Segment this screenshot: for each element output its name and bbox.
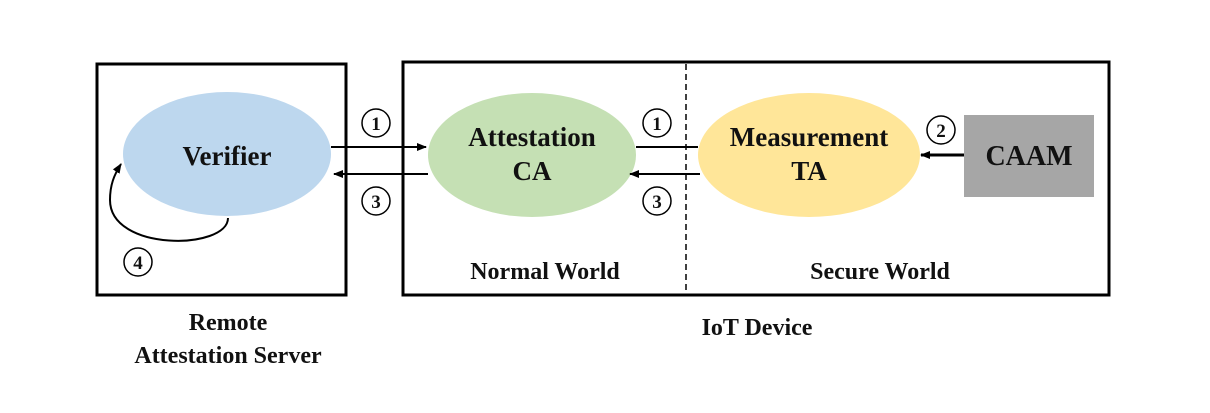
caam-node (964, 115, 1094, 197)
server-caption-line2: Attestation Server (134, 343, 322, 369)
secure-world-label: Secure World (810, 259, 950, 285)
attestation-ca-label-line2: CA (513, 156, 552, 186)
step-1-label-left: 1 (371, 114, 381, 135)
step-2-marker: 2 (926, 115, 956, 145)
step-3-label-right: 3 (652, 192, 662, 213)
arrow-verifier-self-loop (108, 163, 229, 242)
attestation-ca-label-line1: Attestation (468, 122, 595, 152)
measurement-ta-node (698, 93, 920, 217)
caam-label: CAAM (985, 141, 1072, 172)
normal-world-label: Normal World (470, 259, 620, 285)
step-3-marker-left: 3 (361, 186, 391, 216)
remote-attestation-server-box (95, 62, 348, 297)
step-3-label-left: 3 (371, 192, 381, 213)
iot-device-box (401, 60, 1111, 297)
step-4-marker: 4 (123, 247, 153, 277)
measurement-ta-label-line1: Measurement (730, 122, 888, 152)
verifier-label: Verifier (183, 141, 272, 171)
server-caption-line1: Remote (189, 310, 268, 336)
step-1-marker-left: 1 (361, 108, 391, 138)
device-caption: IoT Device (702, 315, 813, 341)
step-1-marker-right: 1 (642, 108, 672, 138)
measurement-ta-label-line2: TA (791, 156, 827, 186)
step-4-label: 4 (133, 253, 143, 274)
step-1-label-right: 1 (652, 114, 662, 135)
step-3-marker-right: 3 (642, 186, 672, 216)
verifier-node (123, 92, 331, 216)
attestation-ca-node (428, 93, 636, 217)
step-2-label: 2 (936, 121, 946, 142)
